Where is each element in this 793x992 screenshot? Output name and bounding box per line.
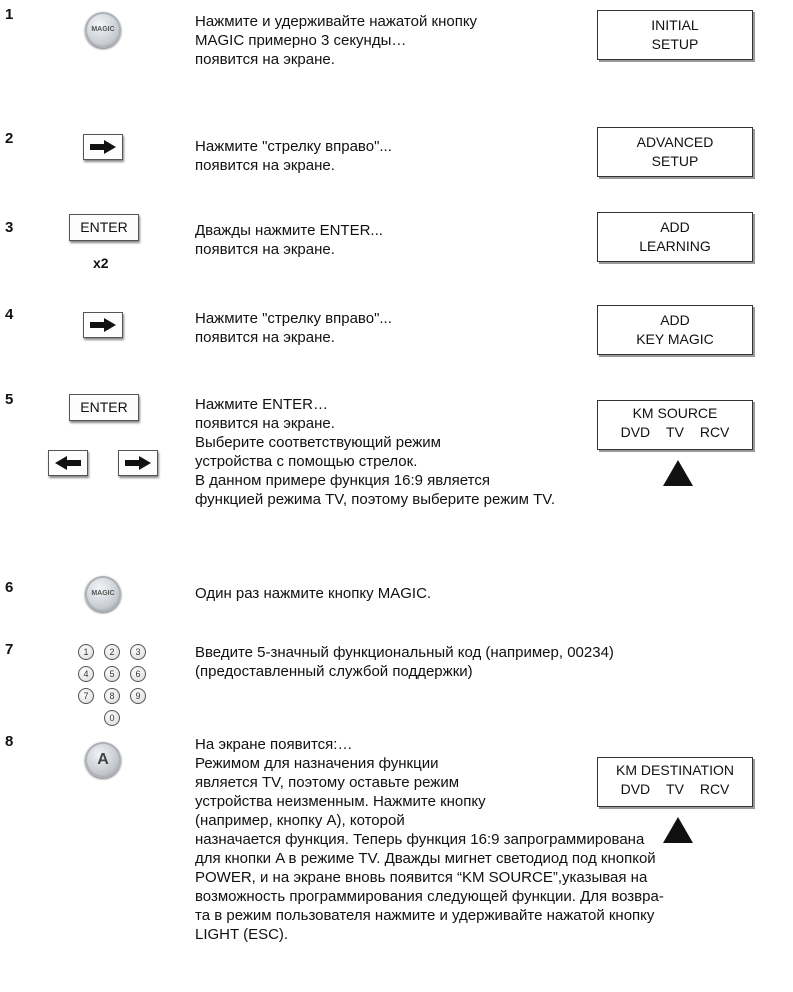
step-7-line: Введите 5-значный функциональный код (на… (195, 644, 614, 661)
step-4-line: Нажмите "стрелку вправо"... (195, 310, 392, 327)
step-7-line: (предоставленный службой поддержки) (195, 663, 473, 680)
digit-8-icon: 8 (104, 688, 120, 704)
screen-line: ADD (660, 312, 690, 328)
screen-display-km-source: KM SOURCE DVD TV RCV (597, 400, 753, 450)
step-8-line: для кнопки A в режиме TV. Дважды мигнет … (195, 850, 656, 867)
screen-display-add-learning: ADD LEARNING (597, 212, 753, 262)
right-arrow-button-icon (118, 450, 158, 476)
times-two-label: x2 (93, 255, 109, 271)
magic-button-icon: MAGIC (85, 12, 121, 48)
step-5-text: Нажмите ENTER… появится на экране. Выбер… (195, 395, 555, 509)
a-button-icon: A (85, 742, 121, 778)
step-4-line: появится на экране. (195, 329, 335, 346)
selection-pointer-icon (663, 460, 693, 486)
step-number-2: 2 (5, 130, 14, 147)
step-3-line: Дважды нажмите ENTER... (195, 222, 383, 239)
digit-7-icon: 7 (78, 688, 94, 704)
screen-line: SETUP (651, 153, 699, 169)
digit-9-icon: 9 (130, 688, 146, 704)
mode-option-tv: TV (666, 424, 684, 440)
step-5-line: устройства с помощью стрелок. (195, 453, 418, 470)
step-2-line: Нажмите "стрелку вправо"... (195, 138, 392, 155)
screen-display-initial-setup: INITIAL SETUP (597, 10, 753, 60)
screen-display-add-key-magic: ADD KEY MAGIC (597, 305, 753, 355)
step-8-line: (например, кнопку A), которой (195, 812, 405, 829)
right-arrow-button-icon (83, 312, 123, 338)
step-3-line: появится на экране. (195, 241, 335, 258)
digit-6-icon: 6 (130, 666, 146, 682)
step-number-6: 6 (5, 579, 14, 596)
step-1-line: MAGIC примерно 3 секунды… (195, 32, 407, 49)
screen-line: INITIAL (651, 17, 699, 33)
step-1-text: Нажмите и удерживайте нажатой кнопку MAG… (195, 12, 477, 69)
selection-pointer-icon (663, 817, 693, 843)
step-number-3: 3 (5, 219, 14, 236)
right-arrow-button-icon (83, 134, 123, 160)
step-5-line: появится на экране. (195, 415, 335, 432)
enter-button-icon: ENTER (69, 394, 139, 421)
step-5-line: Нажмите ENTER… (195, 396, 328, 413)
step-number-8: 8 (5, 733, 14, 750)
step-3-text: Дважды нажмите ENTER... появится на экра… (195, 221, 383, 259)
mode-options: DVD TV RCV (598, 423, 752, 442)
mode-option-dvd: DVD (620, 424, 651, 440)
digit-3-icon: 3 (130, 644, 146, 660)
mode-option-dvd: DVD (620, 781, 651, 797)
screen-line: KEY MAGIC (636, 331, 714, 347)
step-1-line: Нажмите и удерживайте нажатой кнопку (195, 13, 478, 30)
screen-display-advanced-setup: ADVANCED SETUP (597, 127, 753, 177)
magic-button-icon: MAGIC (85, 576, 121, 612)
screen-line: KM SOURCE (632, 405, 718, 421)
step-6-text: Один раз нажмите кнопку MAGIC. (195, 584, 431, 603)
step-7-text: Введите 5-значный функциональный код (на… (195, 643, 614, 681)
step-5-line: функцией режима TV, поэтому выберите реж… (195, 491, 556, 508)
screen-display-km-destination: KM DESTINATION DVD TV RCV (597, 757, 753, 807)
step-number-5: 5 (5, 391, 14, 408)
step-4-text: Нажмите "стрелку вправо"... появится на … (195, 309, 392, 347)
mode-option-tv: TV (666, 781, 684, 797)
enter-button-icon: ENTER (69, 214, 139, 241)
step-8-line: является TV, поэтому оставьте режим (195, 774, 460, 791)
step-8-line: LIGHT (ESC). (195, 926, 289, 943)
step-8-line: назначается функция. Теперь функция 16:9… (195, 831, 645, 848)
mode-option-rcv: RCV (699, 781, 730, 797)
step-number-1: 1 (5, 6, 14, 23)
screen-line: SETUP (651, 36, 699, 52)
step-5-line: Выберите соответствующий режим (195, 434, 441, 451)
step-8-line: та в режим пользователя нажмите и удержи… (195, 907, 655, 924)
step-2-line: появится на экране. (195, 157, 335, 174)
mode-option-rcv: RCV (699, 424, 730, 440)
step-8-line: На экране появится:… (195, 736, 353, 753)
step-5-line: В данном примере функция 16:9 является (195, 472, 490, 489)
screen-line: LEARNING (639, 238, 711, 254)
step-6-line: Один раз нажмите кнопку MAGIC. (195, 585, 432, 602)
step-1-line: появится на экране. (195, 51, 335, 68)
left-arrow-button-icon (48, 450, 88, 476)
digit-4-icon: 4 (78, 666, 94, 682)
digit-2-icon: 2 (104, 644, 120, 660)
mode-options: DVD TV RCV (598, 780, 752, 799)
step-8-line: POWER, и на экране вновь появится “KM SO… (195, 869, 648, 886)
screen-line: ADVANCED (636, 134, 714, 150)
screen-line: ADD (660, 219, 690, 235)
step-number-7: 7 (5, 641, 14, 658)
digit-1-icon: 1 (78, 644, 94, 660)
step-8-line: Режимом для назначения функции (195, 755, 439, 772)
step-8-text: На экране появится:… Режимом для назначе… (195, 735, 785, 944)
step-number-4: 4 (5, 306, 14, 323)
digit-5-icon: 5 (104, 666, 120, 682)
step-2-text: Нажмите "стрелку вправо"... появится на … (195, 137, 392, 175)
digit-0-icon: 0 (104, 710, 120, 726)
screen-line: KM DESTINATION (616, 762, 734, 778)
step-8-line: устройства неизменным. Нажмите кнопку (195, 793, 486, 810)
step-8-line: возможность программирования следующей ф… (195, 888, 664, 905)
